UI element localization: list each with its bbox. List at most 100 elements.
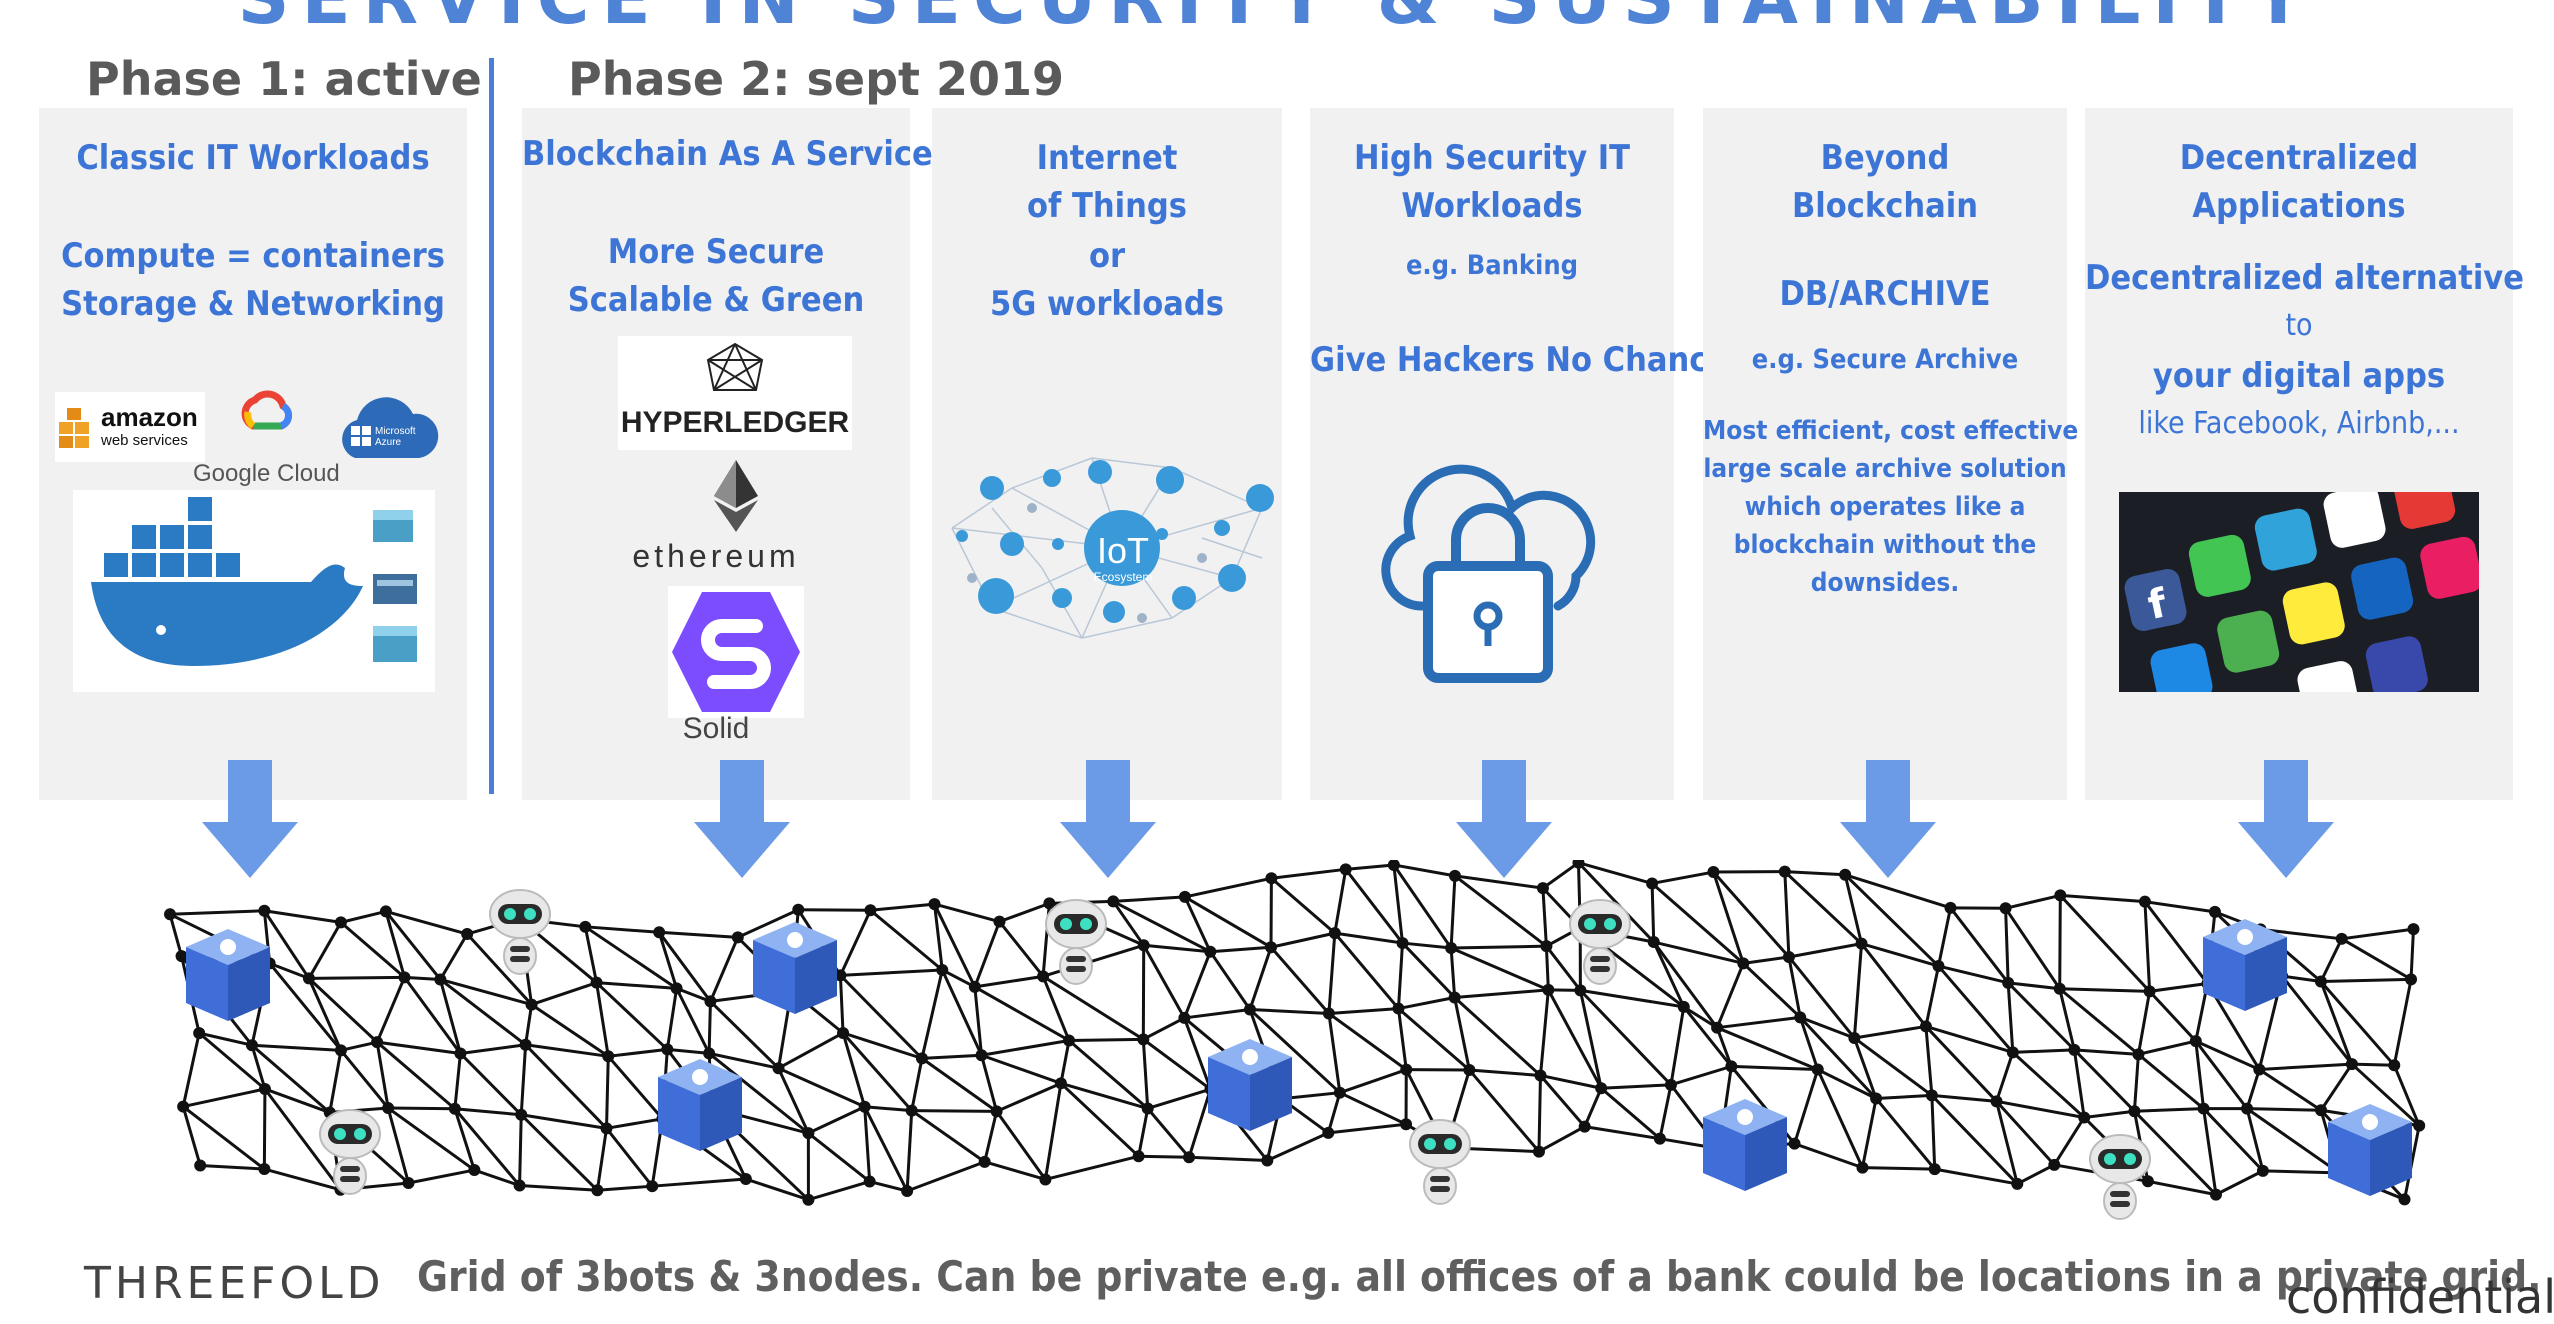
mesh-node <box>2006 1046 2019 1059</box>
mesh-link <box>182 1087 266 1109</box>
mesh-link <box>1182 951 1212 1019</box>
mesh-node <box>175 950 188 963</box>
mesh-link <box>1578 861 1653 885</box>
mesh-node <box>1392 1002 1405 1015</box>
mesh-node <box>2413 1119 2426 1132</box>
mesh-link <box>1937 907 1952 967</box>
mesh-link <box>1248 1008 1341 1094</box>
mesh-node <box>1578 1120 1591 1133</box>
confidential-label: confidential <box>2286 1270 2554 1324</box>
mesh-node <box>2388 1059 2401 1072</box>
mesh-link <box>2144 900 2216 914</box>
mesh-node <box>968 980 981 993</box>
mesh-link <box>1712 871 1791 958</box>
mesh-link <box>1862 1166 1935 1171</box>
mesh-node <box>258 1082 271 1095</box>
solid-icon <box>672 592 800 712</box>
docker-whale-icon <box>91 495 417 666</box>
mesh-node <box>379 905 392 918</box>
mesh-link <box>1541 888 1548 947</box>
mesh-link <box>1652 941 1686 1008</box>
panel-title-line: Beyond <box>1820 138 1950 178</box>
3node-icon <box>2203 919 2287 1011</box>
mesh-node <box>1944 901 1957 914</box>
mesh-node <box>915 1052 928 1065</box>
mesh-node <box>1707 866 1720 879</box>
mesh-link <box>840 968 943 977</box>
mesh-link <box>1183 896 1212 953</box>
mesh-link <box>1249 1007 1329 1015</box>
mesh-link <box>466 933 533 1006</box>
mesh-link <box>1852 943 1864 1039</box>
mesh-link <box>1799 1015 1855 1040</box>
mesh-link <box>2053 1116 2086 1166</box>
mesh-link <box>263 1088 342 1191</box>
mesh-link <box>2350 1062 2421 1127</box>
mesh-link <box>2215 1169 2264 1196</box>
mesh-link <box>676 986 711 1003</box>
mesh-link <box>2058 987 2140 1056</box>
panel-desc-line: blockchain without the <box>1733 530 2037 560</box>
mesh-link <box>2148 990 2197 1043</box>
mesh-link <box>595 982 610 1057</box>
mesh-node <box>1677 1000 1690 1013</box>
mesh-link <box>1068 1039 1149 1110</box>
3node-icon <box>753 922 837 1014</box>
mesh-link <box>921 1053 982 1060</box>
mesh-link <box>1269 946 1331 1015</box>
mesh-node <box>2208 905 2221 918</box>
mesh-link <box>983 1111 999 1163</box>
mesh-link <box>1682 1005 1733 1068</box>
mesh-link <box>387 1106 476 1172</box>
mesh-node <box>515 1108 528 1121</box>
mesh-link <box>375 1041 390 1109</box>
mesh-node <box>1243 1003 1256 1016</box>
threefold-logo: THREEFOLD <box>84 1258 384 1309</box>
hyperledger-text: HYPERLEDGER <box>620 406 850 439</box>
mesh-link <box>1788 942 1862 959</box>
mesh-link <box>1995 1100 2056 1166</box>
mesh-link <box>518 1114 523 1186</box>
mesh-link <box>1949 906 2010 984</box>
mesh-link <box>1583 1087 1603 1128</box>
mesh-link <box>1184 895 1272 949</box>
mesh-node <box>802 1127 815 1140</box>
mesh-link <box>1783 870 1863 945</box>
mesh-link <box>1209 950 1252 1011</box>
down-arrow-icon <box>1840 760 1936 878</box>
mesh-node <box>1043 897 1056 910</box>
mesh-node <box>2256 1164 2269 1177</box>
mesh-node <box>1856 1161 1869 1174</box>
mesh-link <box>1043 1083 1063 1180</box>
mesh-node <box>1400 1063 1413 1076</box>
mesh-link <box>1579 989 1673 1086</box>
mesh-link <box>263 909 311 980</box>
mesh-link <box>777 1067 810 1134</box>
mesh-node <box>1919 1020 1932 1033</box>
mesh-link <box>1712 871 1745 964</box>
mesh-link <box>264 1087 331 1114</box>
mesh-link <box>707 1001 712 1054</box>
mesh-link <box>1393 863 1456 878</box>
mesh-node <box>2253 1063 2266 1076</box>
panel-decentralized-apps: Decentralized Applications Decentralized… <box>2085 108 2524 800</box>
mesh-link <box>863 1106 909 1192</box>
mesh-node <box>670 982 683 995</box>
mesh-link <box>1248 946 1273 1010</box>
mesh-link <box>168 913 184 957</box>
mesh-node <box>334 916 347 929</box>
mesh-node <box>1333 1086 1346 1099</box>
mesh-link <box>1799 1016 1878 1100</box>
mesh-link <box>1658 1084 1673 1139</box>
mesh-link <box>385 909 468 936</box>
mesh-node <box>1532 1145 1545 1158</box>
mesh-link <box>2262 1169 2340 1175</box>
mesh-link <box>973 921 1001 988</box>
mesh-link <box>583 926 599 983</box>
mesh-node <box>2011 1177 2024 1190</box>
mesh-link <box>1547 989 1603 1089</box>
mesh-link <box>1651 882 1745 965</box>
mesh-node <box>2054 889 2067 902</box>
mesh-link <box>1653 940 1744 965</box>
mesh-node <box>975 1049 988 1062</box>
